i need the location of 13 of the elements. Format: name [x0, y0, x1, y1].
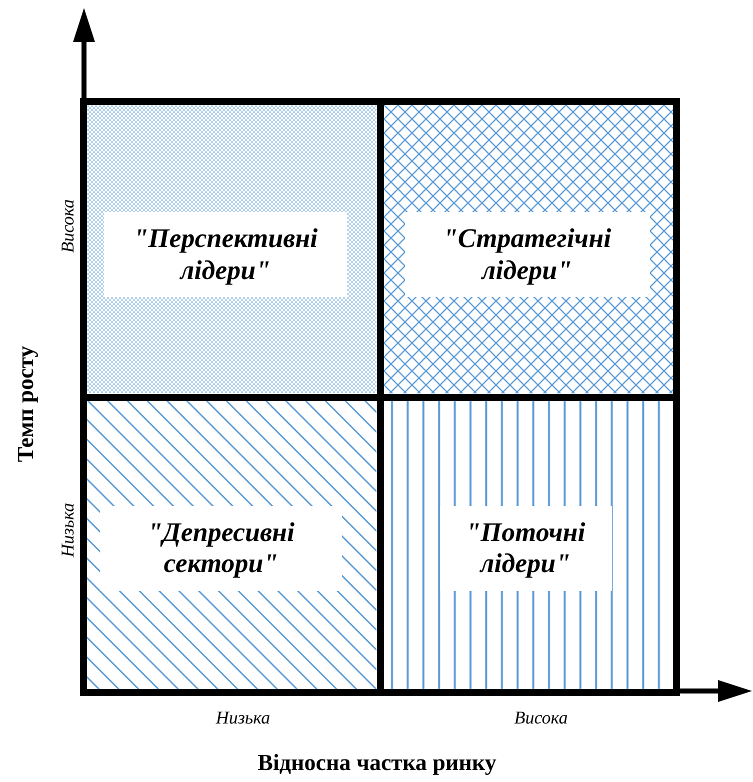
matrix-quadrant — [384, 105, 673, 394]
quadrant-label: "Депресивні сектори" — [100, 506, 342, 590]
quadrant-label: "Стратегічні лідери" — [404, 212, 650, 297]
matrix-quadrant — [87, 400, 376, 689]
quadrant-label: "Перспективні лідери" — [104, 212, 347, 297]
axis-title: Темп росту — [13, 346, 39, 462]
axis-title: Відносна частка ринку — [258, 750, 496, 776]
axis-tick-label: Низька — [58, 502, 78, 558]
axis-tick-label: Низька — [216, 708, 270, 728]
axis-tick-label: Висока — [514, 708, 568, 728]
matrix-quadrant — [87, 105, 376, 394]
quadrant-label: "Поточні лідери" — [440, 506, 612, 590]
axis-tick-label: Висока — [58, 199, 78, 253]
